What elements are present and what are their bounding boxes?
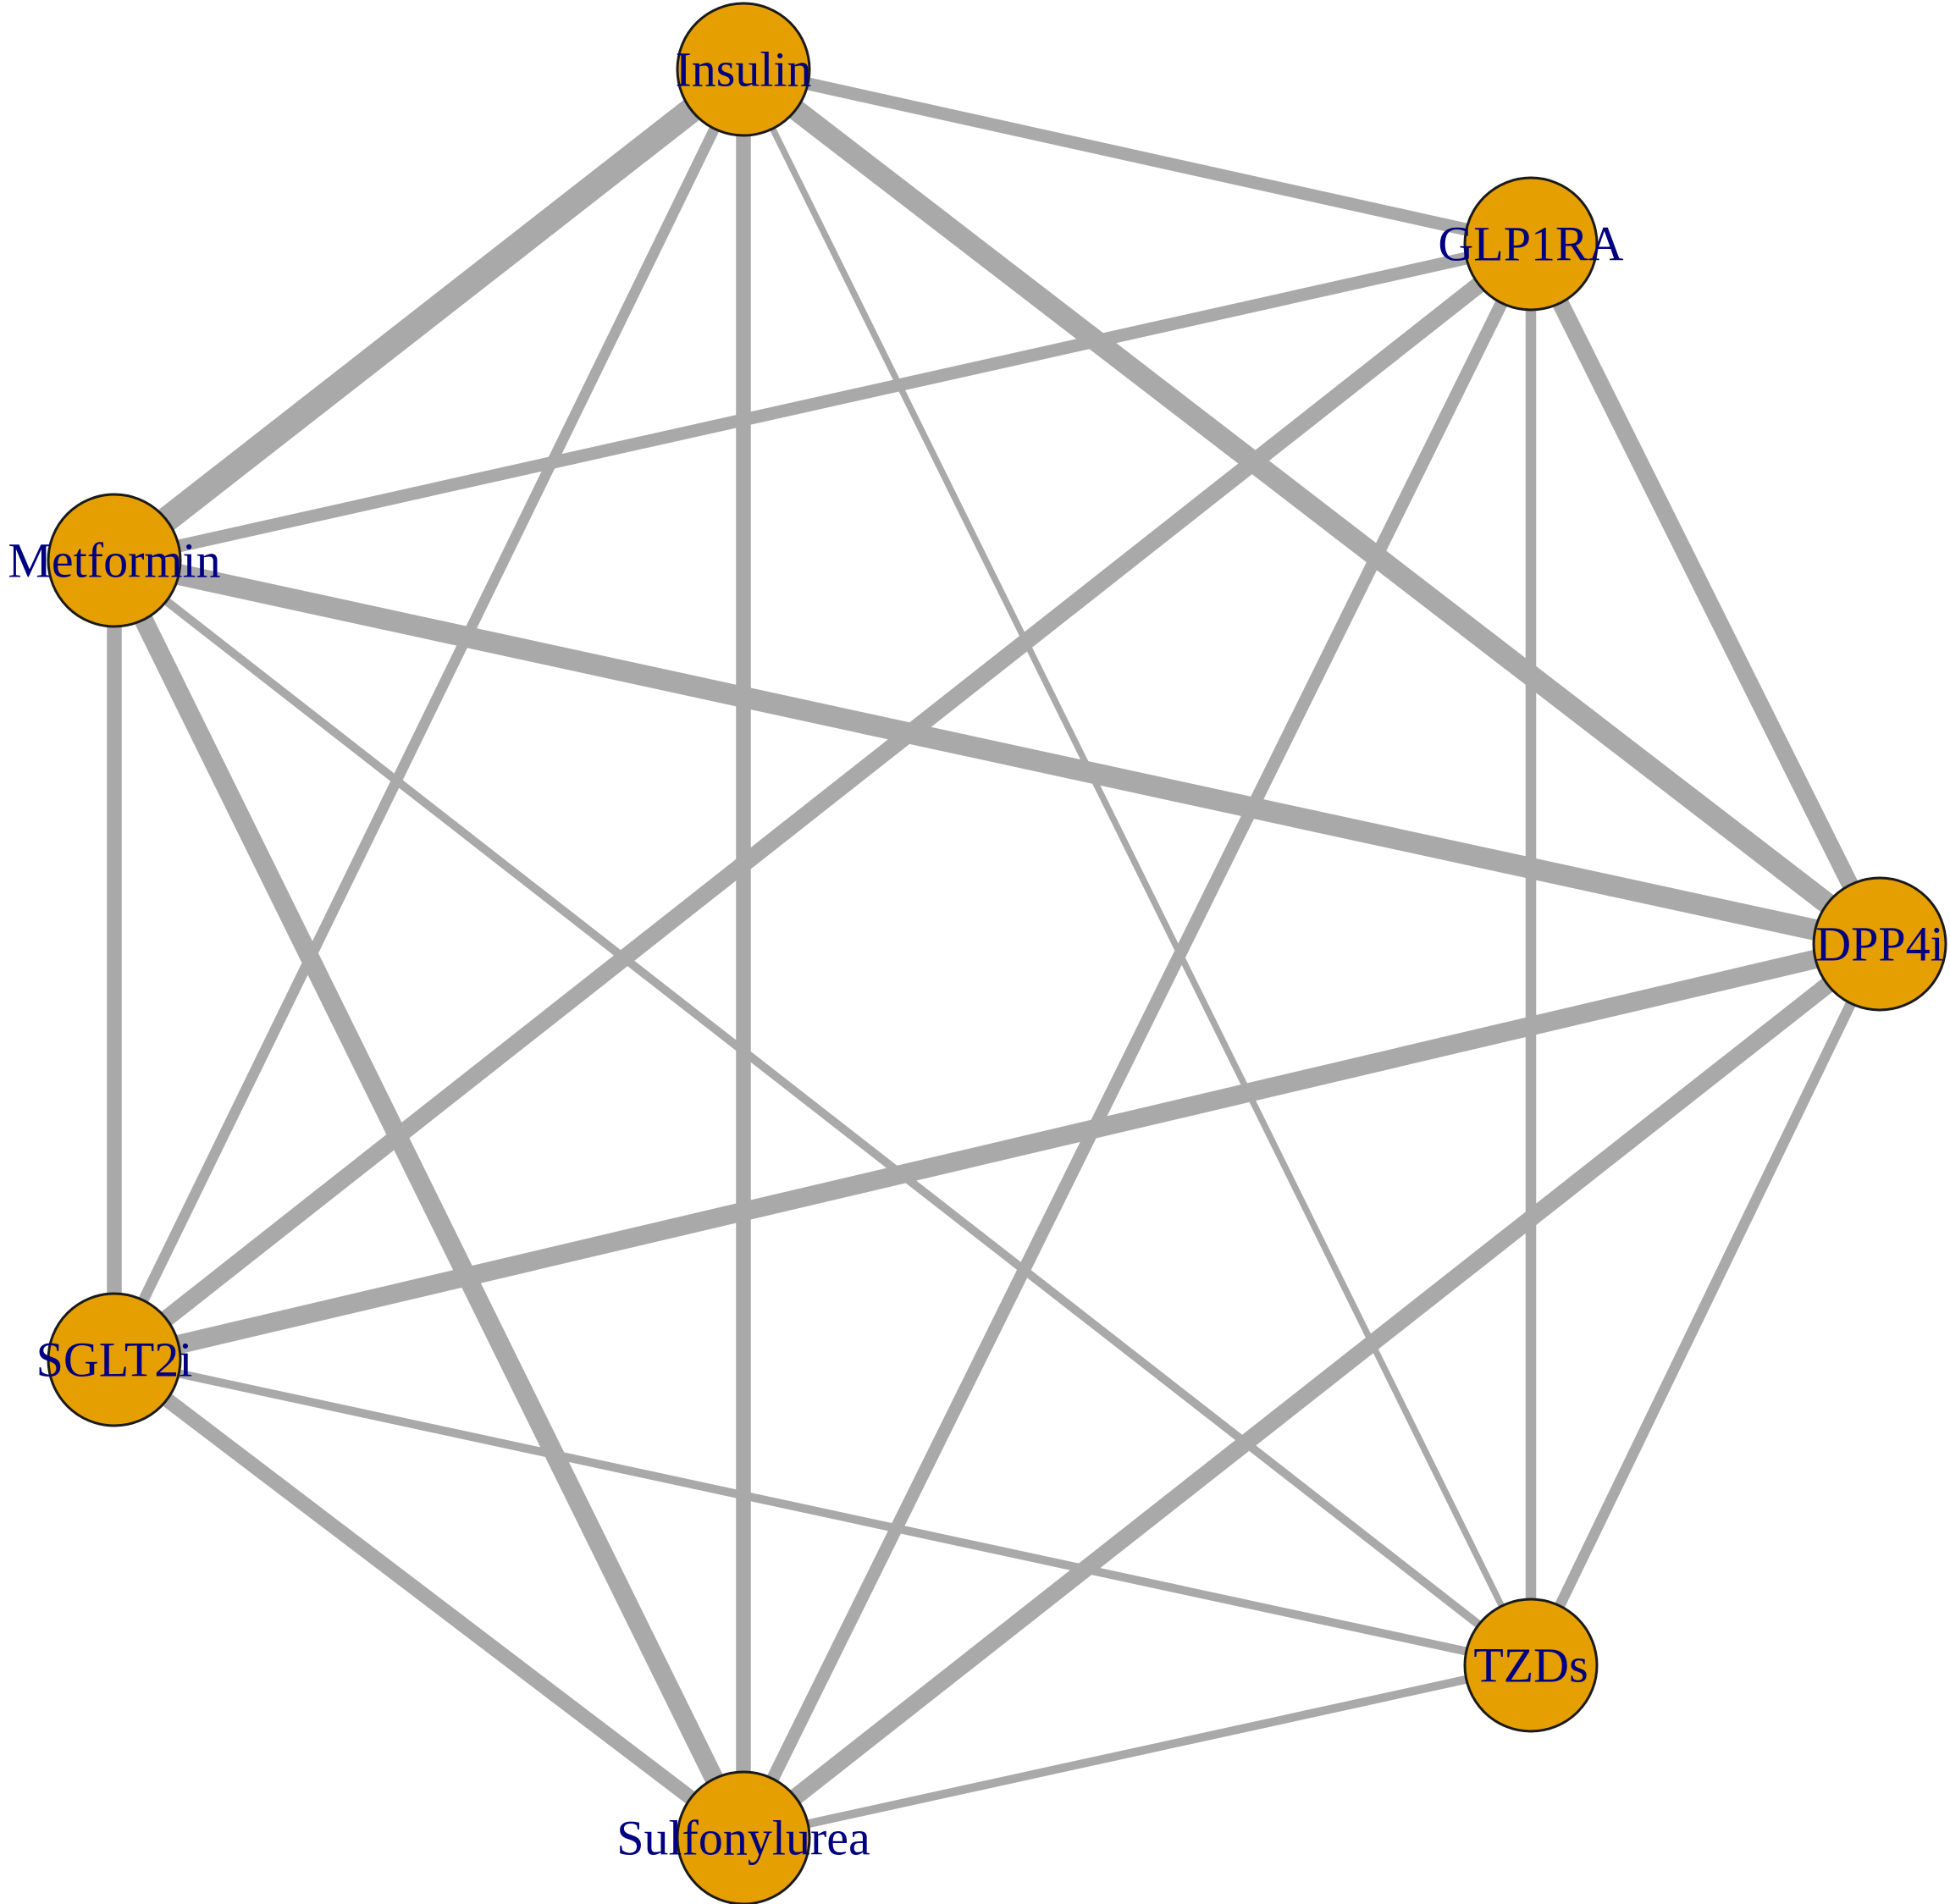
edge-sglt2i-sulfonylurea	[109, 1354, 749, 1844]
edge-insulin-tzds	[740, 68, 1534, 1667]
node-label-sglt2i: SGLT2i	[36, 1333, 193, 1388]
node-glp1ra: GLP1RA	[1438, 176, 1624, 312]
node-metformin: Metformin	[8, 493, 221, 628]
edge-sglt2i-tzds	[113, 1355, 1533, 1669]
edge-metformin-sulfonylurea	[105, 556, 753, 1842]
node-label-sulfonylurea: Sulfonylurea	[616, 1811, 870, 1866]
edge-glp1ra-sulfonylurea	[737, 240, 1537, 1841]
node-label-glp1ra: GLP1RA	[1438, 217, 1623, 272]
edge-dpp4i-tzds	[1526, 941, 1885, 1668]
edge-insulin-metformin	[106, 59, 752, 571]
node-sglt2i: SGLT2i	[36, 1292, 193, 1427]
edge-metformin-tzds	[111, 557, 1534, 1669]
edge-glp1ra-dpp4i	[1523, 240, 1887, 948]
edges-layer	[105, 59, 1887, 1845]
node-circle-sulfonylurea	[676, 1770, 811, 1904]
node-label-tzds: TZDs	[1473, 1638, 1588, 1693]
edge-dpp4i-sulfonylurea	[737, 937, 1886, 1845]
node-label-dpp4i: DPP4i	[1815, 917, 1944, 972]
node-label-insulin: Insulin	[675, 42, 811, 97]
node-label-metformin: Metformin	[8, 533, 220, 588]
node-circle-dpp4i	[1812, 876, 1947, 1012]
edge-dpp4i-sglt2i	[112, 935, 1882, 1369]
node-circle-glp1ra	[1463, 176, 1599, 312]
edge-metformin-dpp4i	[112, 549, 1882, 955]
edge-tzds-sulfonylurea	[742, 1661, 1533, 1842]
edge-insulin-sglt2i	[109, 67, 749, 1362]
edge-glp1ra-sglt2i	[108, 237, 1537, 1366]
node-tzds: TZDs	[1463, 1598, 1599, 1733]
edge-insulin-dpp4i	[737, 61, 1886, 952]
node-dpp4i: DPP4i	[1812, 876, 1947, 1012]
node-circle-sglt2i	[47, 1292, 182, 1427]
node-sulfonylurea: Sulfonylurea	[616, 1770, 870, 1904]
edge-metformin-glp1ra	[113, 237, 1533, 567]
node-circle-metformin	[47, 493, 182, 628]
edge-insulin-glp1ra	[742, 63, 1533, 251]
node-circle-insulin	[676, 2, 811, 137]
node-circle-tzds	[1463, 1598, 1599, 1733]
node-insulin: Insulin	[675, 2, 812, 137]
